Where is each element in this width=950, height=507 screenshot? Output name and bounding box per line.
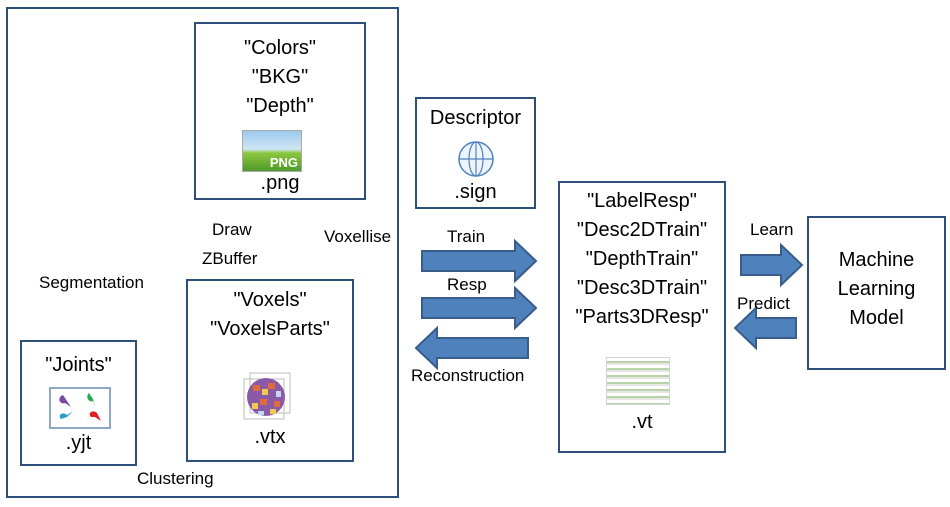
labelresp-label: "LabelResp" bbox=[587, 190, 697, 212]
training-data-box: "LabelResp" "Desc2DTrain" "DepthTrain" "… bbox=[558, 181, 726, 453]
train-label: Train bbox=[447, 227, 486, 246]
model-line-2: Learning bbox=[837, 278, 916, 300]
predict-label: Predict bbox=[737, 294, 790, 313]
model-line-3: Model bbox=[849, 307, 904, 329]
model-line-1: Machine bbox=[838, 249, 915, 271]
globe-icon bbox=[458, 141, 494, 177]
png-extension: .png bbox=[260, 172, 300, 194]
depth-label: "Depth" bbox=[246, 95, 314, 117]
images-box: "Colors" "BKG" "Depth" PNG .png bbox=[194, 22, 366, 200]
joints-label: "Joints" bbox=[45, 354, 112, 376]
table-icon bbox=[606, 357, 670, 405]
zbuffer-label: ZBuffer bbox=[202, 249, 258, 268]
voxel-cube-icon bbox=[243, 372, 291, 420]
learn-label: Learn bbox=[750, 220, 794, 239]
resp-label: Resp bbox=[447, 275, 487, 294]
voxelsparts-label: "VoxelsParts" bbox=[210, 318, 330, 340]
descriptor-box: Descriptor .sign bbox=[415, 97, 536, 209]
png-icon-text: PNG bbox=[269, 155, 298, 170]
joints-icon bbox=[49, 387, 111, 429]
train-right-arrow bbox=[421, 238, 538, 284]
reconstruction-left-arrow bbox=[414, 325, 529, 371]
segmentation-label: Segmentation bbox=[39, 273, 144, 292]
yjt-extension: .yjt bbox=[65, 432, 92, 454]
reconstruction-label: Reconstruction bbox=[411, 366, 525, 385]
voxellise-label: Voxellise bbox=[324, 227, 392, 246]
voxels-label: "Voxels" bbox=[233, 289, 307, 311]
parts3dresp-label: "Parts3DResp" bbox=[575, 306, 709, 328]
bkg-label: "BKG" bbox=[251, 66, 309, 88]
ml-model-box: Machine Learning Model bbox=[807, 216, 946, 370]
voxels-box: "Voxels" "VoxelsParts" .vtx bbox=[186, 279, 354, 462]
vt-extension: .vt bbox=[631, 411, 653, 433]
png-file-icon: PNG bbox=[242, 130, 302, 172]
joints-box: "Joints" .yjt bbox=[20, 340, 137, 466]
desc3dtrain-label: "Desc3DTrain" bbox=[576, 277, 708, 299]
sign-extension: .sign bbox=[454, 181, 497, 203]
colors-label: "Colors" bbox=[244, 37, 316, 59]
clustering-label: Clustering bbox=[137, 469, 214, 488]
resp-right-arrow bbox=[421, 285, 538, 331]
draw-label: Draw bbox=[212, 220, 252, 239]
descriptor-title: Descriptor bbox=[429, 107, 522, 129]
vtx-extension: .vtx bbox=[254, 426, 286, 448]
predict-left-arrow bbox=[733, 305, 797, 351]
learn-right-arrow bbox=[740, 242, 804, 288]
depthtrain-label: "DepthTrain" bbox=[585, 248, 699, 270]
desc2dtrain-label: "Desc2DTrain" bbox=[576, 219, 708, 241]
